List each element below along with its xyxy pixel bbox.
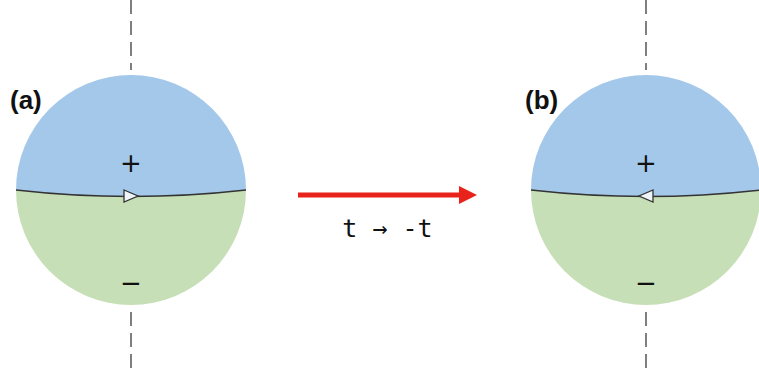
rotation-arrow <box>639 190 653 202</box>
charged-sphere: (a)+− <box>16 75 246 305</box>
time-reversal-arrow <box>298 186 477 204</box>
rotation-arrow <box>124 190 138 202</box>
upper-hemisphere <box>531 75 759 196</box>
charge-sign: − <box>120 270 142 296</box>
rotation-axis <box>645 0 647 70</box>
panel-label: (a) <box>10 87 42 113</box>
upper-hemisphere <box>16 75 246 196</box>
rotation-axis <box>130 312 132 368</box>
transformation-label: t → -t <box>339 215 435 243</box>
charge-sign: + <box>120 150 142 176</box>
lower-hemisphere <box>531 190 759 305</box>
rotation-axis <box>645 312 647 368</box>
rotation-axis <box>130 0 132 70</box>
lower-hemisphere <box>16 190 246 305</box>
panel-label: (b) <box>525 87 558 113</box>
charge-sign: − <box>635 270 657 296</box>
charged-sphere: (b)+− <box>531 75 759 305</box>
charge-sign: + <box>635 150 657 176</box>
